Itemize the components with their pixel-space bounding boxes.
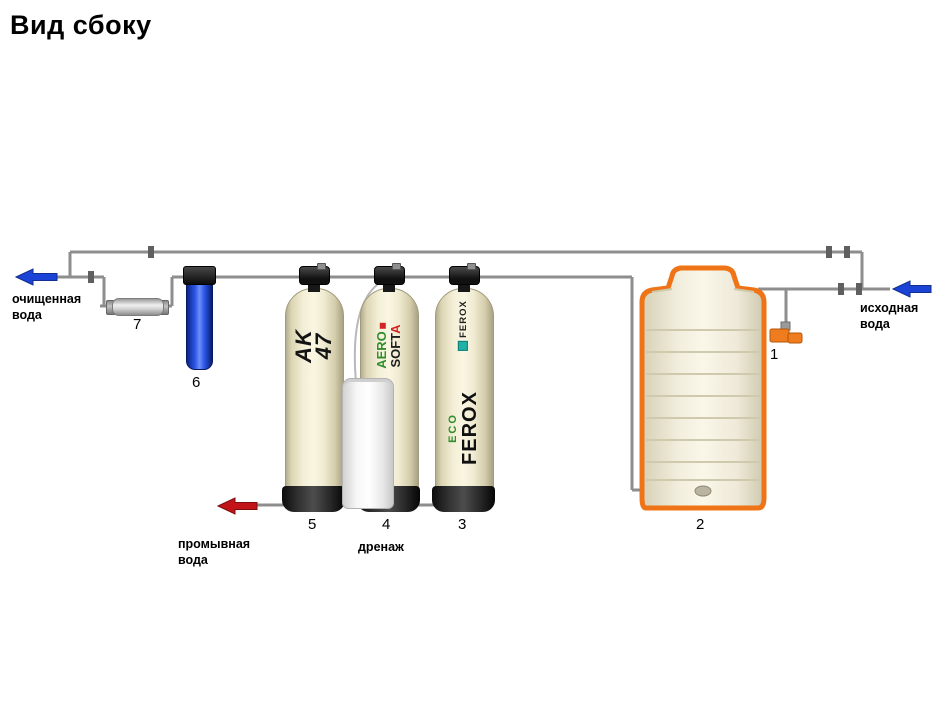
fitting-icon — [838, 283, 844, 295]
storage-tank-shell — [639, 265, 767, 511]
inlet-fitting-elbow — [787, 332, 803, 344]
filter-tank-3-valve — [449, 263, 480, 285]
purified-water-arrow-icon — [14, 268, 58, 286]
filter-tank-3-base — [432, 486, 495, 512]
tank3-logo-top: FEROX — [457, 299, 469, 338]
brine-tank — [342, 378, 394, 509]
filter-tank-5-logo: AK 47 — [285, 300, 342, 392]
tank3-brand-eco: ECO — [446, 413, 459, 443]
brine-line — [353, 283, 379, 383]
marker-2: 2 — [696, 516, 705, 533]
flush-water-label: промывная вода — [178, 536, 250, 568]
valve-nub-icon — [467, 263, 476, 270]
source-water-label-line2: вода — [860, 317, 890, 331]
filter-tank-5-base — [282, 486, 345, 512]
purified-water-label-line2: вода — [12, 308, 42, 322]
marker-1: 1 — [770, 346, 779, 363]
fitting-icon — [88, 271, 94, 283]
fitting-icon — [844, 246, 850, 258]
marker-5: 5 — [308, 516, 317, 533]
tank3-brand-main: FEROX — [458, 391, 481, 465]
tank4-brand-dark: SOFT — [387, 333, 403, 368]
flush-water-label-line1: промывная — [178, 537, 251, 551]
flush-water-label-line2: вода — [178, 553, 208, 567]
filter-tank-3-main-logo: ECO FEROX — [435, 376, 492, 480]
red-square-icon — [379, 323, 386, 330]
fitting-icon — [856, 283, 862, 295]
filter-tank-5-valve — [299, 263, 330, 285]
fitting-icon — [148, 246, 154, 258]
filter-tank-3-top-logo: FEROX — [435, 296, 492, 354]
source-water-label-line1: исходная — [860, 301, 919, 315]
teal-logo-icon — [458, 340, 469, 351]
filter-tank-3-body — [435, 288, 494, 500]
filter-tank-5-neck — [308, 282, 320, 292]
tank5-brand-line2: 47 — [310, 332, 336, 360]
filter-tank-4-neck — [383, 282, 395, 292]
valve-nub-icon — [317, 263, 326, 270]
flush-water-arrow-icon — [216, 497, 258, 515]
fitting-icon — [826, 246, 832, 258]
marker-6: 6 — [192, 374, 201, 391]
tank4-brand-green: AERO — [373, 331, 389, 369]
filter-tank-5-body — [285, 288, 344, 500]
inlet-fitting — [769, 321, 803, 344]
inlet-fitting-body — [769, 328, 790, 343]
storage-tank-ribs — [646, 329, 760, 481]
filter-tank-4-valve — [374, 263, 405, 285]
storage-tank-drain-hole — [694, 485, 712, 497]
storage-tank — [639, 265, 767, 511]
housing7-body — [112, 298, 164, 316]
marker-7: 7 — [133, 316, 142, 333]
cartridge-filter-cap — [183, 266, 216, 285]
source-water-arrow-icon — [891, 280, 932, 298]
purified-water-label: очищенная вода — [12, 291, 81, 323]
marker-3: 3 — [458, 516, 467, 533]
marker-4: 4 — [382, 516, 391, 533]
storage-tank-shoulder-lines — [651, 288, 755, 293]
drain-label: дренаж — [358, 540, 404, 554]
purified-water-label-line1: очищенная — [12, 292, 82, 306]
page-title: Вид сбоку — [10, 10, 152, 40]
tank4-brand-red: A — [387, 324, 403, 334]
cartridge-filter-body — [186, 282, 213, 370]
source-water-label: исходная вода — [860, 300, 918, 332]
valve-nub-icon — [392, 263, 401, 270]
filter-tank-3-neck — [458, 282, 470, 292]
pipe-fittings — [88, 246, 862, 295]
